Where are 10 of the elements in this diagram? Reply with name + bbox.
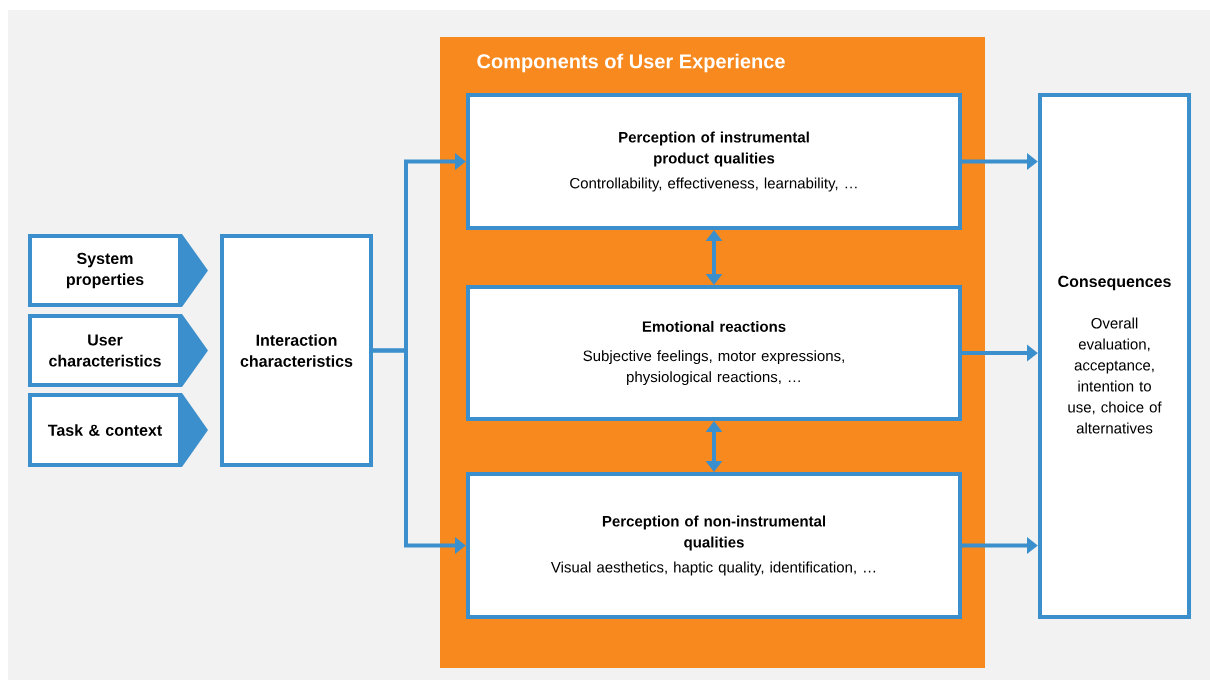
input-box: User characteristics	[28, 314, 208, 387]
input-box: System properties	[28, 234, 208, 307]
component-box: Perception of instrumental product qualities Controllability, effectiveness, learnability, …	[466, 93, 962, 230]
arrow	[705, 421, 723, 472]
process-box: Interaction characteristics	[220, 234, 373, 467]
input-box: Task & context	[28, 393, 208, 467]
outcome-box: Consequences Overall evaluation, acceptance, intention to use, choice of alternatives	[1038, 93, 1191, 619]
arrow	[705, 230, 723, 285]
component-box: Perception of non-instrumental qualities Visual aesthetics, haptic quality, identification, …	[466, 472, 962, 619]
component-box: Emotional reactions Subjective feelings, motor expressions, physiological reactions, …	[466, 285, 962, 421]
